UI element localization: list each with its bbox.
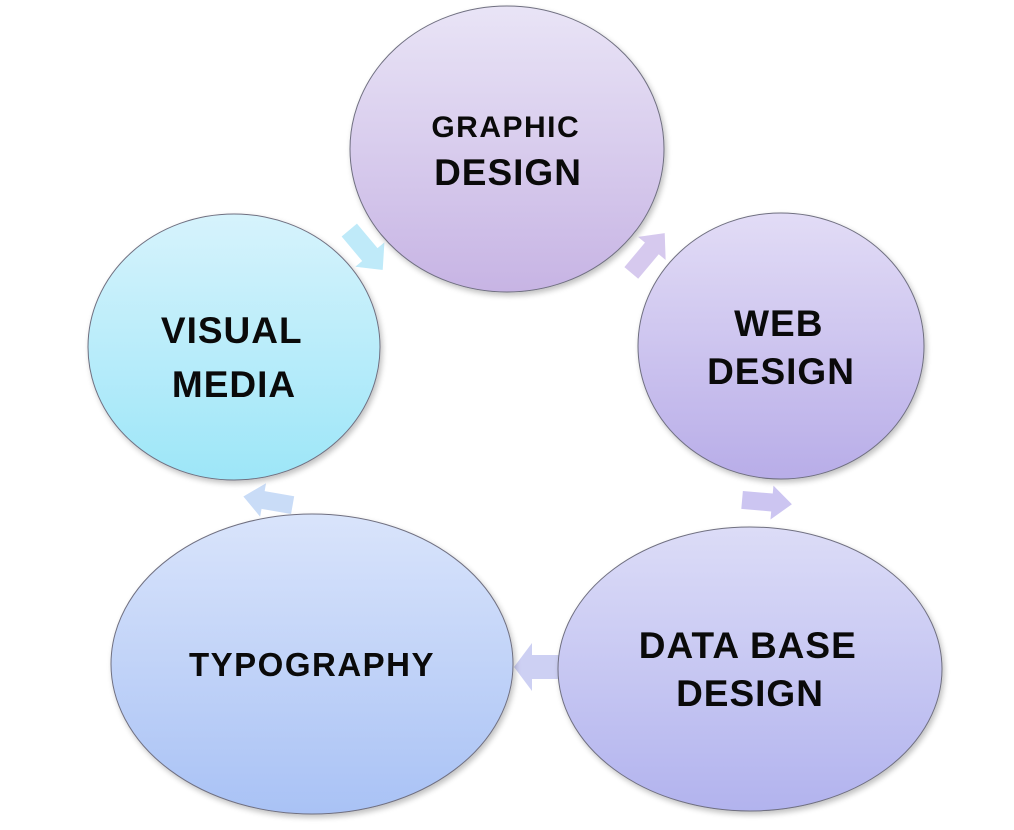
node-label-visual-media: VISUAL MEDIA <box>161 310 307 405</box>
node-circle <box>637 212 925 480</box>
node-label-data-base-design: DATA BASE DESIGN <box>639 625 861 714</box>
arrow-web-to-database <box>741 485 792 520</box>
node-graphic-design <box>349 5 665 293</box>
node-circle <box>557 526 943 812</box>
label-line: DESIGN <box>434 152 582 193</box>
label-line: MEDIA <box>172 364 296 405</box>
node-circle <box>110 513 514 815</box>
arrow-shape <box>243 483 295 517</box>
node-circle <box>349 5 665 293</box>
arrow-shape <box>341 223 385 270</box>
node-typography <box>110 513 514 815</box>
node-visual-media <box>87 213 381 481</box>
arrow-visual-to-graphic <box>341 223 385 270</box>
label-line: WEB <box>734 303 823 344</box>
arrow-typography-to-visual <box>243 483 295 517</box>
node-label-typography: TYPOGRAPHY <box>189 646 435 683</box>
label-line: DESIGN <box>707 351 855 392</box>
arrow-shape <box>741 485 792 520</box>
node-label-graphic-design: GRAPHIC DESIGN <box>431 111 584 193</box>
label-line: DESIGN <box>676 673 824 714</box>
arrow-graphic-to-web <box>624 233 666 279</box>
node-label-web-design: WEB DESIGN <box>707 303 855 392</box>
node-circle <box>87 213 381 481</box>
arrow-database-to-typography <box>514 643 560 691</box>
arrow-shape <box>624 233 666 279</box>
label-line: GRAPHIC <box>431 111 580 144</box>
label-line: DATA BASE <box>639 625 857 666</box>
label-line: VISUAL <box>161 310 303 351</box>
label-line: TYPOGRAPHY <box>189 646 435 683</box>
node-data-base-design <box>557 526 943 812</box>
node-web-design <box>637 212 925 480</box>
arrow-shape <box>514 643 560 691</box>
